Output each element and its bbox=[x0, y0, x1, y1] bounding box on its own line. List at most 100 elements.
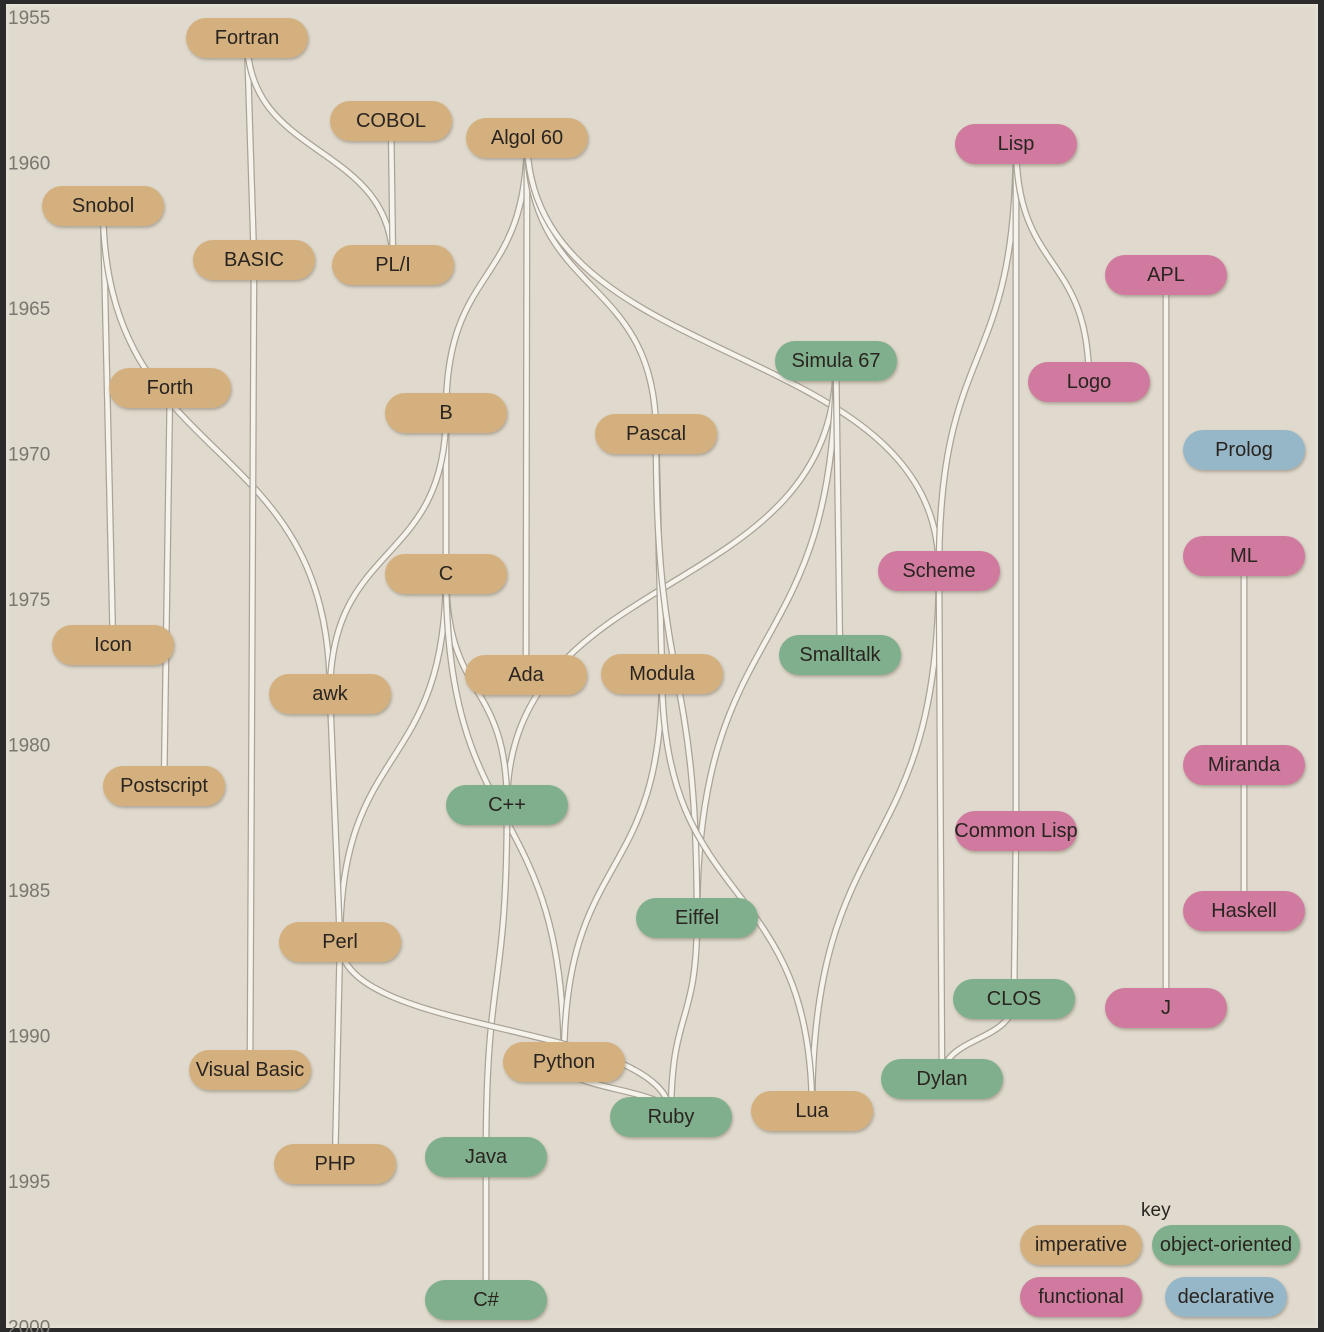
link-algol60-pascal bbox=[523, 137, 660, 435]
link-forth-postscript bbox=[160, 387, 174, 787]
key-item-declarative: declarative bbox=[1165, 1277, 1287, 1317]
legend-key: key imperative object-oriented functional d… bbox=[1020, 1200, 1300, 1317]
link-modula-lua bbox=[658, 673, 816, 1112]
node-cobol: COBOL bbox=[330, 101, 452, 141]
link-perl-php bbox=[331, 941, 344, 1165]
link-simula67-eiffel bbox=[693, 360, 840, 919]
node-lisp-label: Lisp bbox=[998, 133, 1035, 155]
link-simula67-smalltalk bbox=[832, 360, 844, 656]
node-haskell-label: Haskell bbox=[1211, 900, 1277, 922]
node-apl-label: APL bbox=[1147, 264, 1185, 286]
node-clos: CLOS bbox=[953, 979, 1075, 1019]
link-snobol-awk bbox=[99, 205, 334, 695]
node-algol60: Algol 60 bbox=[466, 118, 588, 158]
key-item-imperative: imperative bbox=[1020, 1225, 1142, 1265]
node-prolog: Prolog bbox=[1183, 430, 1305, 470]
key-title: key bbox=[1141, 1200, 1171, 1221]
node-pli: PL/I bbox=[332, 245, 454, 285]
node-dylan: Dylan bbox=[881, 1059, 1003, 1099]
node-c: C bbox=[385, 554, 507, 594]
node-postscript-label: Postscript bbox=[120, 775, 208, 797]
node-php-label: PHP bbox=[314, 1153, 355, 1175]
link-snobol-icon bbox=[99, 205, 117, 646]
node-java: Java bbox=[425, 1137, 547, 1177]
link-algol60-scheme bbox=[523, 137, 943, 572]
link-cpp-java bbox=[482, 804, 511, 1158]
node-simula67: Simula 67 bbox=[775, 341, 897, 381]
link-basic-visualbasic bbox=[246, 259, 258, 1071]
node-scheme: Scheme bbox=[878, 551, 1000, 591]
node-prolog-label: Prolog bbox=[1215, 439, 1273, 461]
node-cpp: C++ bbox=[446, 785, 568, 825]
node-smalltalk-label: Smalltalk bbox=[799, 644, 881, 666]
link-modula-python bbox=[560, 673, 666, 1063]
node-forth-label: Forth bbox=[147, 377, 194, 399]
node-python-label: Python bbox=[533, 1051, 595, 1073]
node-basic-label: BASIC bbox=[224, 249, 284, 271]
node-snobol: Snobol bbox=[42, 186, 164, 226]
node-pli-label: PL/I bbox=[375, 254, 411, 276]
node-dylan-label: Dylan bbox=[916, 1068, 967, 1090]
link-simula67-cpp bbox=[503, 360, 840, 806]
node-python: Python bbox=[503, 1042, 625, 1082]
year-label-1990: 1990 bbox=[8, 1027, 50, 1048]
node-cpp-label: C++ bbox=[488, 794, 526, 816]
node-java-label: Java bbox=[465, 1146, 508, 1168]
year-label-2000: 2000 bbox=[8, 1318, 50, 1332]
key-item-functional-label: functional bbox=[1038, 1286, 1124, 1308]
year-label-1970: 1970 bbox=[8, 445, 50, 466]
year-label-1980: 1980 bbox=[8, 736, 50, 757]
node-ruby: Ruby bbox=[610, 1097, 732, 1137]
node-ada: Ada bbox=[465, 655, 587, 695]
node-perl-label: Perl bbox=[322, 931, 358, 953]
node-haskell: Haskell bbox=[1183, 891, 1305, 931]
node-modula: Modula bbox=[601, 654, 723, 694]
node-visualbasic: Visual Basic bbox=[189, 1050, 311, 1090]
node-eiffel: Eiffel bbox=[636, 898, 758, 938]
node-commonlisp-label: Common Lisp bbox=[954, 820, 1077, 842]
link-perl-ruby bbox=[336, 941, 675, 1118]
node-j-label: J bbox=[1161, 997, 1171, 1019]
key-item-object-oriented: object-oriented bbox=[1152, 1225, 1300, 1265]
year-label-1985: 1985 bbox=[8, 881, 50, 902]
node-b-label: B bbox=[439, 402, 452, 424]
node-ada-label: Ada bbox=[508, 664, 544, 686]
node-eiffel-label: Eiffel bbox=[675, 907, 719, 929]
link-fortran-basic bbox=[243, 37, 258, 261]
node-scheme-label: Scheme bbox=[902, 560, 975, 582]
link-lisp-logo bbox=[1012, 143, 1093, 383]
node-lisp: Lisp bbox=[955, 124, 1077, 164]
node-modula-label: Modula bbox=[629, 663, 695, 685]
node-cobol-label: COBOL bbox=[356, 110, 426, 132]
node-snobol-label: Snobol bbox=[72, 195, 134, 217]
node-miranda-label: Miranda bbox=[1208, 754, 1281, 776]
node-icon: Icon bbox=[52, 625, 174, 665]
node-ml: ML bbox=[1183, 536, 1305, 576]
node-lua: Lua bbox=[751, 1091, 873, 1131]
node-clos-label: CLOS bbox=[987, 988, 1041, 1010]
year-label-1965: 1965 bbox=[8, 299, 50, 320]
node-forth: Forth bbox=[109, 368, 231, 408]
node-j: J bbox=[1105, 988, 1227, 1028]
node-commonlisp: Common Lisp bbox=[954, 811, 1078, 851]
node-miranda: Miranda bbox=[1183, 745, 1305, 785]
link-scheme-lua bbox=[808, 570, 943, 1112]
key-item-object-oriented-label: object-oriented bbox=[1160, 1234, 1292, 1256]
node-perl: Perl bbox=[279, 922, 401, 962]
node-ml-label: ML bbox=[1230, 545, 1258, 567]
node-logo: Logo bbox=[1028, 362, 1150, 402]
link-awk-perl bbox=[326, 693, 344, 943]
key-item-functional: functional bbox=[1020, 1277, 1142, 1317]
link-algol60-ada bbox=[522, 137, 531, 676]
node-fortran-label: Fortran bbox=[215, 27, 279, 49]
node-apl: APL bbox=[1105, 255, 1227, 295]
node-postscript: Postscript bbox=[103, 766, 225, 806]
year-label-1955: 1955 bbox=[8, 8, 50, 29]
link-lisp-scheme bbox=[935, 143, 1020, 572]
node-php: PHP bbox=[274, 1144, 396, 1184]
link-fortran-pli bbox=[243, 37, 397, 266]
node-pascal: Pascal bbox=[595, 414, 717, 454]
